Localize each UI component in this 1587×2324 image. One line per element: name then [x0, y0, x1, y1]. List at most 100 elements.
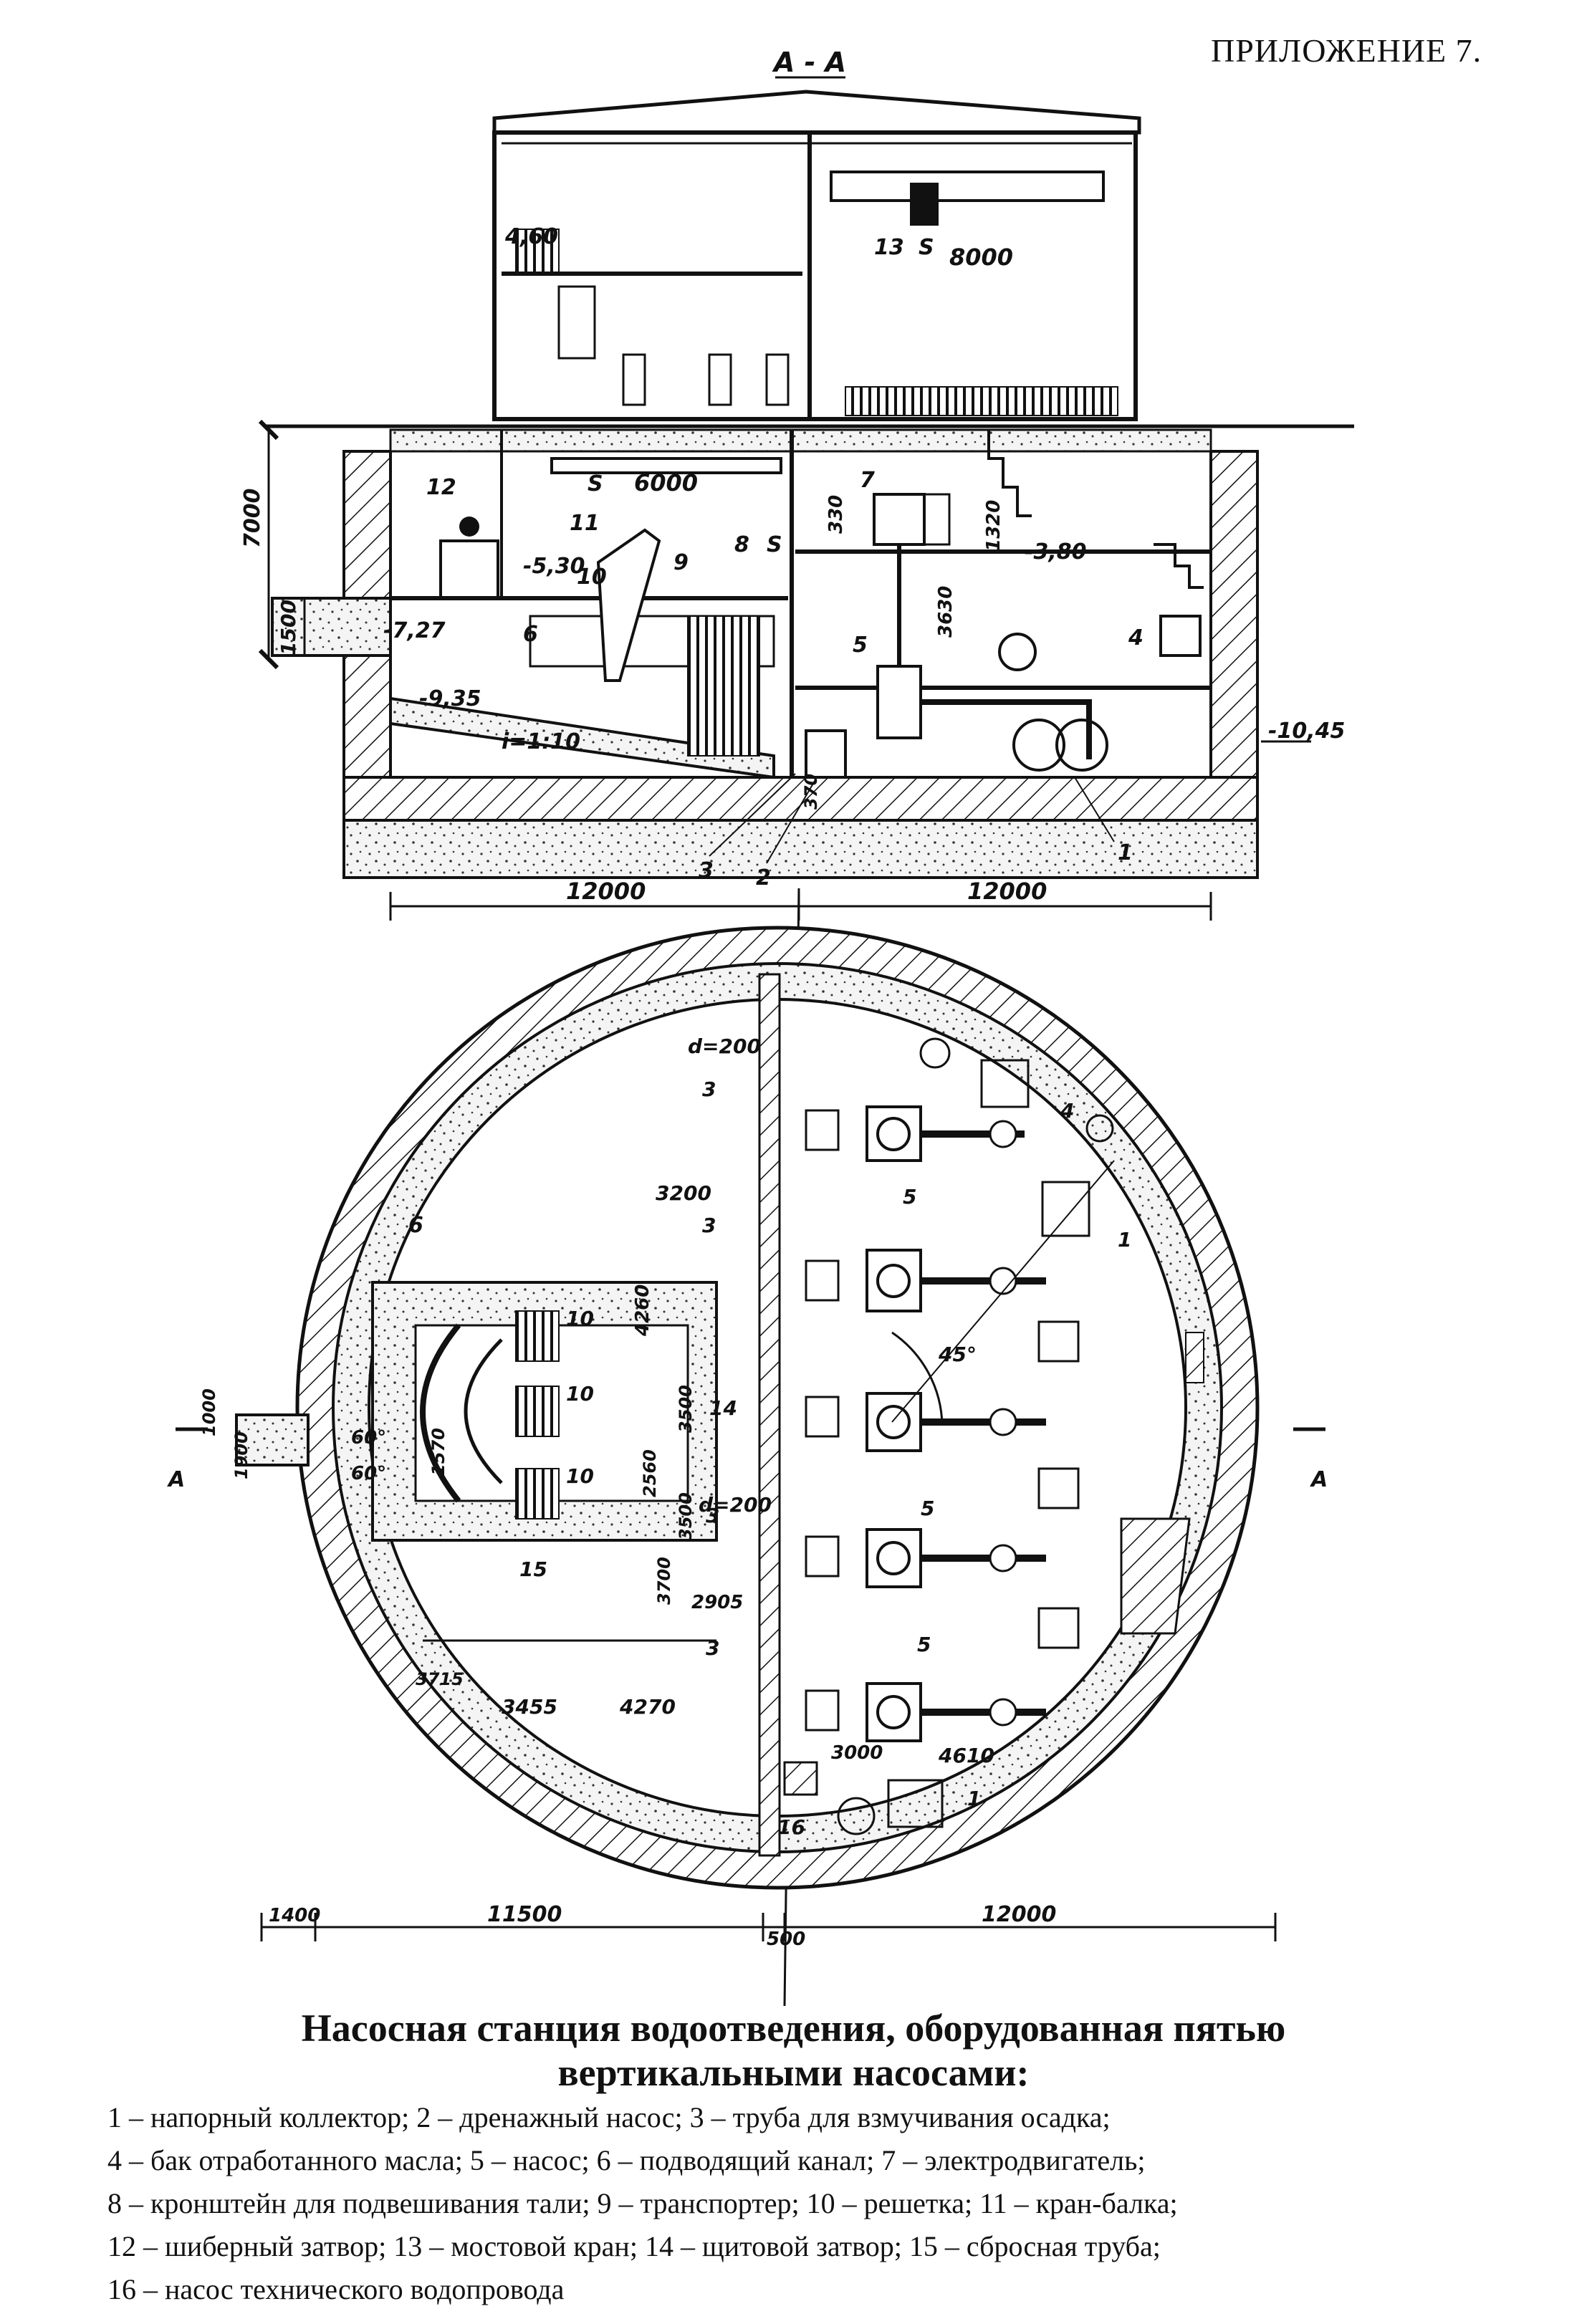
plan-callout-3-b: 3: [702, 1214, 716, 1237]
level-3-80: -3,80: [1025, 539, 1086, 565]
crane-span: 8000: [949, 244, 1013, 271]
legend-line-3: 8 – кронштейн для подвешивания тали; 9 –…: [107, 2187, 1178, 2219]
level-9-35: -9,35: [419, 686, 481, 711]
callout-5: 5: [853, 633, 868, 658]
callout-4: 4: [1128, 625, 1143, 650]
plan-callout-4: 4: [1060, 1099, 1074, 1123]
engineering-drawing: А - А 4,60 13 S 8000: [167, 47, 1354, 2006]
dim-3500-b: 3500: [676, 1492, 696, 1540]
dim-3200: 3200: [656, 1181, 711, 1205]
plan-callout-5-c: 5: [917, 1633, 931, 1656]
plan-callout-3-d: 3: [706, 1636, 719, 1660]
pump-unit-4: [805, 1528, 1046, 1588]
dim-4610: 4610: [938, 1744, 994, 1767]
caption-title-line-2: вертикальными насосами:: [557, 2051, 1030, 2094]
section-mark-right: A: [1310, 1467, 1328, 1492]
plan-callout-10-c: 10: [566, 1464, 594, 1488]
legend-line-1: 1 – напорный коллектор; 2 – дренажный на…: [107, 2101, 1111, 2133]
dim-1570: 1570: [428, 1428, 449, 1476]
grate-3: [515, 1468, 560, 1519]
pump-unit-2: [805, 1249, 1046, 1312]
dim-4260: 4260: [632, 1285, 653, 1337]
dim-3000: 3000: [831, 1742, 883, 1764]
callout-2: 2: [756, 865, 771, 890]
inlet-angle-1: 60°: [351, 1427, 386, 1449]
callout-13: 13: [874, 235, 904, 260]
upper-building-right: [807, 130, 1138, 421]
callout-6: 6: [523, 622, 538, 647]
dim-11500: 11500: [487, 1902, 562, 1927]
dim-1320: 1320: [983, 500, 1005, 552]
inlet-angle-2: 60°: [351, 1463, 386, 1484]
pipe-diameter-mid: d=200: [699, 1493, 772, 1517]
electric-motor: [873, 493, 926, 546]
level-5-30: -5,30: [523, 554, 585, 579]
dim-left-width: 12000: [566, 878, 646, 905]
callout-12: 12: [426, 475, 456, 500]
dim-3500-a: 3500: [676, 1385, 696, 1433]
foundation-plate: [342, 819, 1259, 879]
plan-inlet-pipe: [235, 1413, 310, 1466]
grate-2: [515, 1386, 560, 1437]
crane-beam-span: 6000: [634, 469, 698, 496]
sluice-gate: [439, 539, 499, 600]
technical-water-pump: [783, 1761, 818, 1796]
dim-12000: 12000: [982, 1902, 1056, 1927]
level-10-45: -10,45: [1268, 719, 1345, 744]
angle-45: 45°: [938, 1343, 977, 1366]
dim-370: 370: [801, 774, 821, 810]
pipe-diameter-top: d=200: [688, 1034, 761, 1058]
inlet-channel: [389, 696, 775, 779]
drainage-pump: [805, 729, 847, 779]
dim-7000: 7000: [240, 489, 265, 549]
level-4-60: 4,60: [504, 224, 558, 249]
plan-callout-14: 14: [709, 1396, 737, 1420]
legend-line-2: 4 – бак отработанного масла; 5 – насос; …: [107, 2144, 1146, 2176]
callout-11: 11: [570, 511, 600, 536]
plan-stair: [1120, 1517, 1191, 1635]
callout-9: 9: [673, 550, 689, 575]
plan-callout-10-a: 10: [566, 1307, 594, 1330]
hoist-mark-s-3: S: [767, 532, 782, 557]
section-title: А - А: [772, 47, 846, 78]
callout-3: 3: [699, 858, 714, 883]
section-view: А - А 4,60 13 S 8000: [240, 47, 1354, 921]
dim-3630: 3630: [935, 586, 956, 638]
bridge-crane: [830, 171, 1105, 202]
dim-1900: 1900: [231, 1431, 251, 1479]
dim-1400: 1400: [269, 1905, 320, 1926]
pressure-valve: [1012, 719, 1065, 772]
right-retaining-wall: [1209, 450, 1259, 811]
level-7-27: -7,27: [383, 618, 446, 643]
dim-2905: 2905: [691, 1592, 743, 1613]
legend-line-5: 16 – насос технического водопровода: [107, 2273, 565, 2305]
callout-8: 8: [734, 532, 749, 557]
pump-unit-5: [805, 1682, 1046, 1742]
callout-1: 1: [1118, 840, 1133, 865]
grate-1: [515, 1310, 560, 1362]
conveyor: [596, 528, 661, 682]
pump-volute: [876, 665, 922, 739]
roof: [492, 90, 1141, 135]
plan-callout-16: 16: [777, 1815, 805, 1839]
pump-unit-1: [805, 1105, 1025, 1162]
plan-callout-5-b: 5: [921, 1497, 934, 1520]
central-dividing-wall: [758, 973, 781, 1857]
oil-tank: [1159, 615, 1202, 657]
inlet-pipe: [271, 597, 392, 657]
caption-title-line-1: Насосная станция водоотведения, оборудов…: [301, 2007, 1286, 2050]
crane-beam: [550, 457, 782, 474]
callout-10: 10: [577, 565, 607, 590]
appendix-label: ПРИЛОЖЕНИЕ 7.: [1211, 32, 1482, 69]
section-mark-left: A: [167, 1467, 185, 1492]
plan-callout-6: 6: [408, 1213, 423, 1238]
hoist-mark-s-2: S: [588, 471, 603, 496]
dim-right-width: 12000: [967, 878, 1047, 905]
slope-label: i=1:10: [502, 729, 580, 754]
dim-1500: 1500: [277, 600, 300, 656]
plan-callout-5-a: 5: [903, 1185, 916, 1209]
dim-500: 500: [767, 1929, 805, 1950]
dim-330: 330: [825, 495, 847, 534]
plan-callout-1-a: 1: [1118, 1228, 1131, 1252]
dim-4270: 4270: [619, 1695, 676, 1719]
